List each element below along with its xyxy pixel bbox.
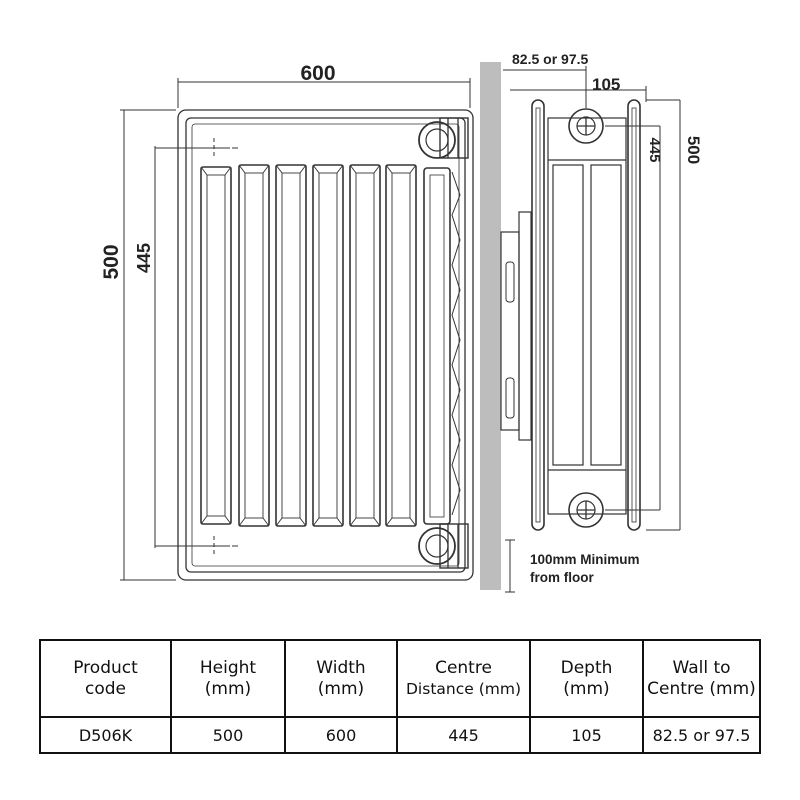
side-height-label: 500 bbox=[684, 136, 703, 164]
front-width-label: 600 bbox=[300, 62, 335, 85]
front-height-label: 500 bbox=[100, 244, 123, 279]
side-centre-label: 445 bbox=[646, 137, 663, 162]
floor-note-line1: 100mm Minimum bbox=[530, 552, 640, 567]
side-column bbox=[423, 167, 461, 525]
specification-table: Product code Height (mm) Width (mm) Cent… bbox=[39, 639, 761, 754]
bottom-connection-icon bbox=[418, 523, 469, 569]
header-line: (mm) bbox=[204, 678, 252, 699]
convector-fins bbox=[547, 117, 627, 515]
header-line: Width bbox=[316, 657, 366, 678]
header-centre-distance: Centre Distance (mm) bbox=[396, 639, 531, 718]
channel bbox=[238, 164, 270, 527]
convector-channels bbox=[200, 164, 417, 527]
front-panel-side bbox=[627, 99, 641, 531]
header-line: Depth bbox=[560, 657, 613, 678]
wall bbox=[480, 62, 501, 590]
side-dimension-lines bbox=[503, 66, 681, 593]
channel bbox=[349, 164, 381, 527]
header-wall-to-centre: Wall to Centre (mm) bbox=[642, 639, 761, 718]
header-line: Product bbox=[73, 657, 138, 678]
table-row: D506K 500 600 445 105 82.5 or 97.5 bbox=[39, 716, 761, 754]
header-depth: Depth (mm) bbox=[529, 639, 644, 718]
cell-wall-to-centre: 82.5 or 97.5 bbox=[642, 716, 761, 754]
channel bbox=[312, 164, 344, 527]
cell-centre-distance: 445 bbox=[396, 716, 531, 754]
cell-width: 600 bbox=[284, 716, 398, 754]
header-line: code bbox=[85, 678, 126, 699]
cell-height: 500 bbox=[170, 716, 286, 754]
header-line: Wall to bbox=[672, 657, 731, 678]
front-centre-label: 445 bbox=[134, 243, 154, 273]
header-line: (mm) bbox=[563, 678, 610, 699]
front-panel-outer bbox=[177, 109, 474, 581]
side-view bbox=[500, 66, 681, 593]
header-line: Distance (mm) bbox=[406, 679, 521, 698]
header-product-code: Product code bbox=[39, 639, 172, 718]
top-connection-icon bbox=[418, 117, 469, 159]
cell-product-code: D506K bbox=[39, 716, 172, 754]
side-bottom-connection-icon bbox=[568, 492, 604, 528]
channel bbox=[275, 164, 307, 527]
floor-note-line2: from floor bbox=[530, 570, 594, 585]
cell-depth: 105 bbox=[529, 716, 644, 754]
header-height: Height (mm) bbox=[170, 639, 286, 718]
front-view bbox=[120, 78, 474, 581]
wall-to-centre-label: 82.5 or 97.5 bbox=[512, 51, 588, 67]
side-depth-label: 105 bbox=[592, 75, 620, 94]
side-top-connection-icon bbox=[568, 108, 604, 144]
front-dimension-lines bbox=[120, 78, 471, 581]
header-line: Height bbox=[199, 657, 257, 678]
radiator-technical-drawing: 600 500 445 bbox=[100, 51, 703, 593]
front-panel-inner bbox=[185, 117, 466, 573]
centre-lines bbox=[155, 138, 238, 556]
channel bbox=[200, 166, 232, 525]
header-line: Centre (mm) bbox=[647, 678, 756, 699]
wall-bracket bbox=[500, 211, 532, 441]
channel bbox=[385, 164, 417, 527]
header-width: Width (mm) bbox=[284, 639, 398, 718]
rear-panel bbox=[531, 99, 545, 531]
header-line: (mm) bbox=[317, 678, 365, 699]
header-line: Centre bbox=[435, 657, 492, 678]
table-header-row: Product code Height (mm) Width (mm) Cent… bbox=[39, 639, 761, 718]
